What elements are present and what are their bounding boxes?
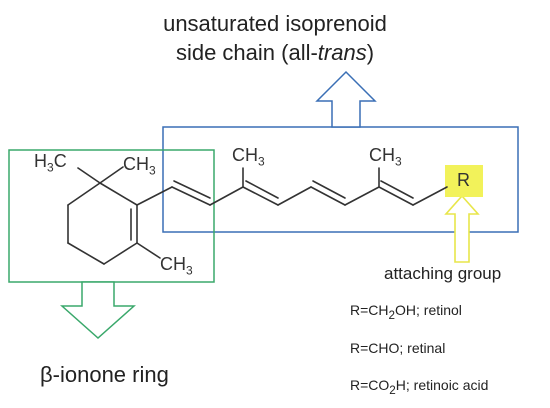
definition-retinal: R=CHO; retinal: [350, 340, 446, 356]
ionone-ring-arrow: [60, 281, 136, 340]
h3c-label: H3C: [34, 151, 67, 175]
chain-ch3-label-2: CH3: [369, 145, 402, 169]
side-chain-title-line2: side chain (all-trans): [0, 40, 550, 66]
side-chain-title-line1: unsaturated isoprenoid: [163, 11, 387, 36]
ionone-ring-label: β-ionone ring: [40, 362, 169, 387]
side-chain-arrow: [315, 70, 377, 128]
attaching-group-label: attaching group: [384, 264, 502, 283]
r-group-label: R: [457, 170, 470, 190]
title-line2-prefix: side chain (all-: [175, 40, 318, 65]
definition-retinoic-acid: R=CO2H; retinoic acid: [350, 377, 489, 397]
bottom-ch3-label: CH3: [160, 254, 193, 278]
chain-ch3-label-1: CH3: [232, 145, 265, 169]
title-line2-italic: trans: [317, 40, 367, 65]
attaching-group-arrow: [444, 194, 480, 263]
title-line2-suffix: ): [366, 40, 375, 65]
bond-lines: [67, 166, 448, 265]
definition-retinol: R=CH2OH; retinol: [350, 302, 462, 322]
r-highlight: [445, 165, 483, 197]
ring-ch3-label: CH3: [123, 154, 156, 178]
